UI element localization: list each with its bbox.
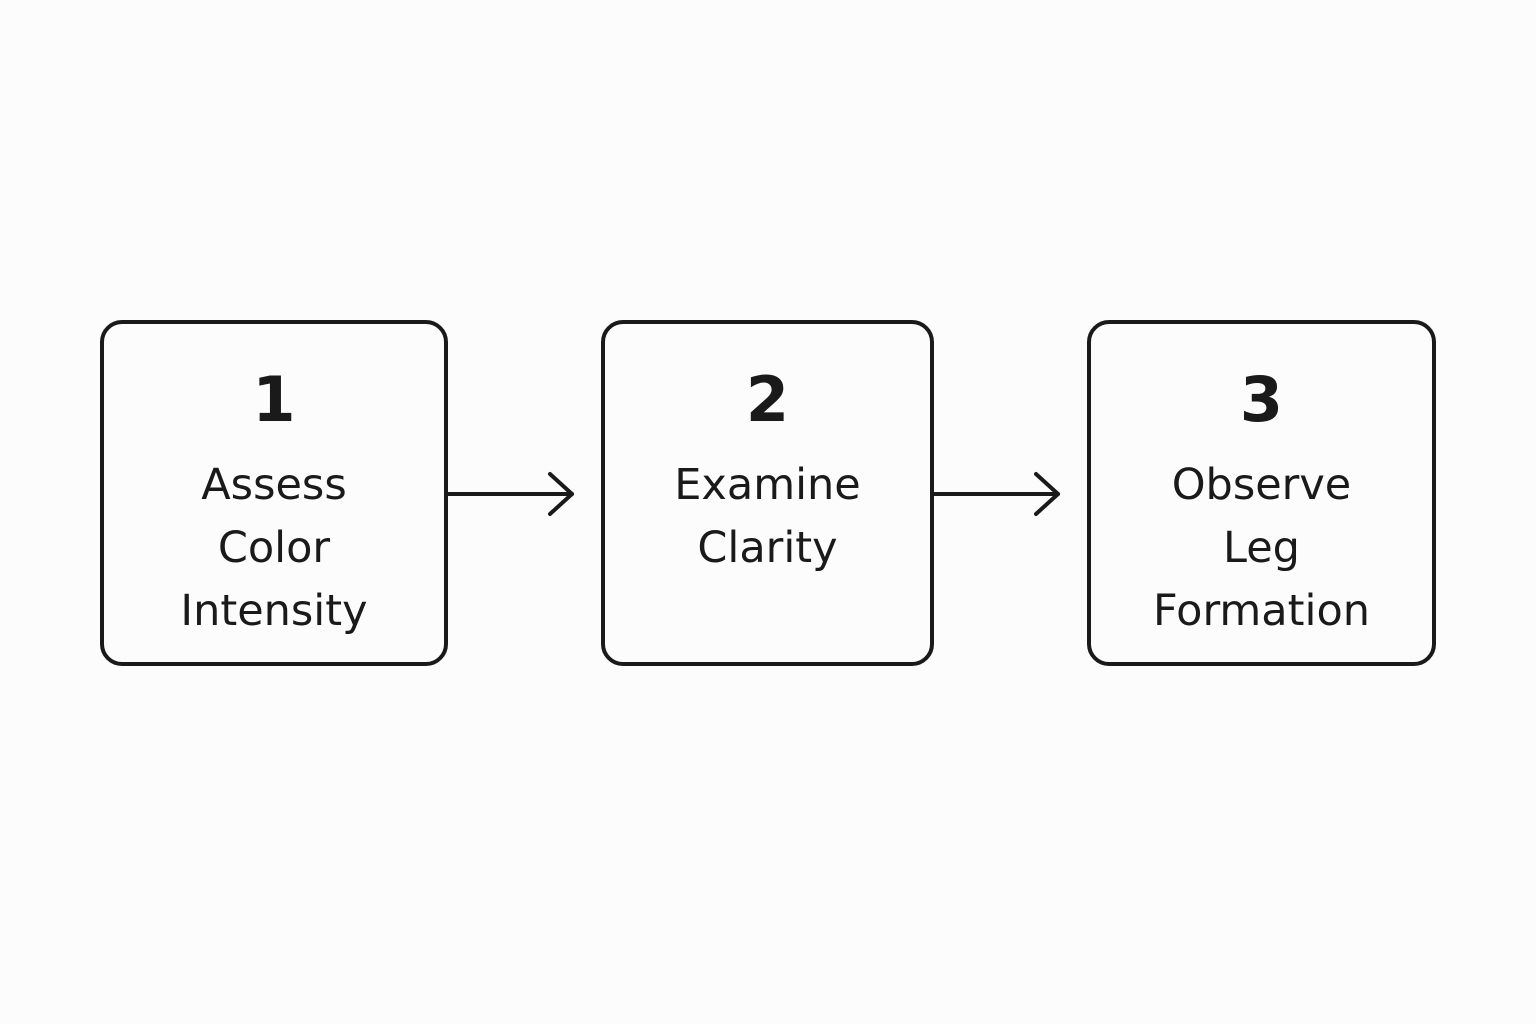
step-3-number: 3: [1239, 363, 1284, 436]
step-3-box: 3 Observe Leg Formation: [1087, 320, 1436, 666]
step-1-label: Assess Color Intensity: [180, 460, 368, 636]
arrow-right-icon: [446, 472, 574, 516]
step-1-box: 1 Assess Color Intensity: [100, 320, 448, 666]
arrow-right-icon: [932, 472, 1060, 516]
step-1-number: 1: [252, 363, 296, 436]
step-2-label: Examine Clarity: [674, 460, 861, 573]
step-3-label: Observe Leg Formation: [1152, 460, 1371, 636]
step-2-number: 2: [745, 363, 790, 436]
step-2-box: 2 Examine Clarity: [601, 320, 934, 666]
